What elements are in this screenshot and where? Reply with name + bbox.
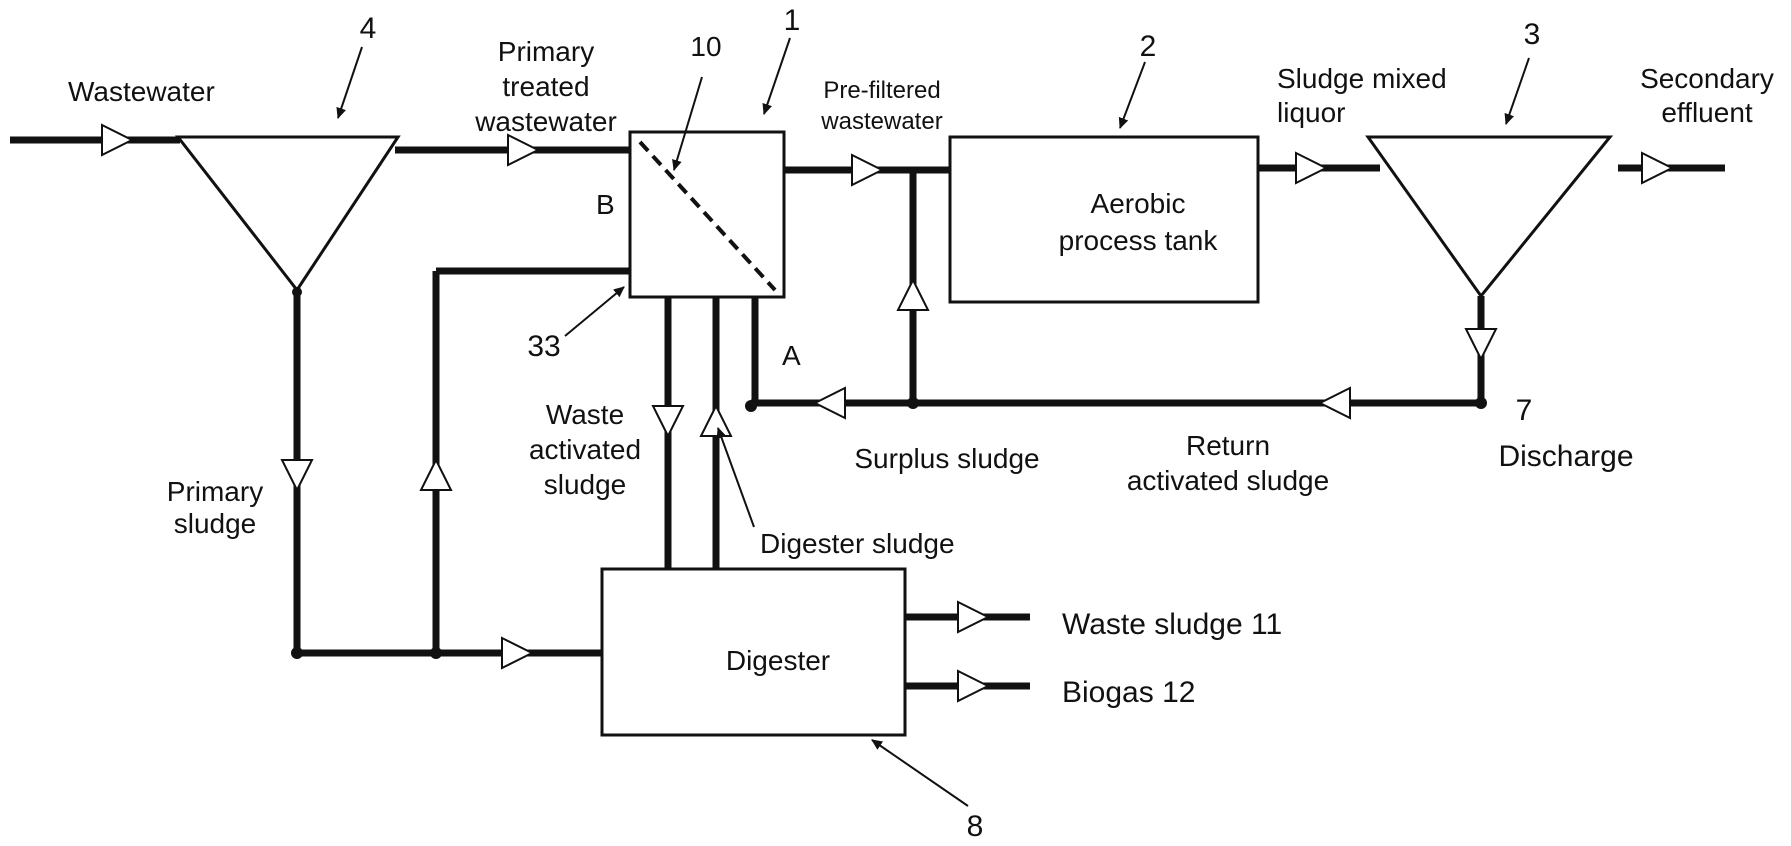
label-waste-activated-sludge-line2: activated — [529, 434, 641, 465]
label-a: A — [782, 340, 801, 371]
label-aerobic-line1: Aerobic — [1091, 188, 1186, 219]
label-sludge-mixed-liquor-line1: Sludge mixed — [1277, 63, 1447, 94]
ref-number-1: 1 — [784, 4, 801, 37]
flow-arrow-left-icon — [815, 388, 845, 418]
junction-dot — [430, 647, 442, 659]
label-waste-activated-sludge-line3: sludge — [544, 469, 627, 500]
label-primary-sludge-line1: Primary — [167, 476, 263, 507]
label-primary-treated-line1: Primary — [498, 36, 594, 67]
flow-arrow-up-icon — [701, 406, 731, 436]
label-secondary-effluent-line2: effluent — [1661, 97, 1753, 128]
label-secondary-effluent-line1: Secondary — [1640, 63, 1774, 94]
leader-line-8 — [872, 740, 968, 806]
leader-line-4 — [338, 47, 362, 118]
aerobic-process-tank-2 — [950, 137, 1258, 302]
label-digester: Digester — [726, 645, 830, 676]
label-b: B — [596, 189, 615, 220]
flow-arrow-right-icon — [958, 671, 988, 701]
label-return-activated-sludge-line2: activated sludge — [1127, 465, 1329, 496]
ref-number-33: 33 — [527, 330, 560, 363]
label-waste-activated-sludge-line1: Waste — [546, 399, 624, 430]
label-surplus-sludge: Surplus sludge — [854, 443, 1039, 474]
label-waste-sludge: Waste sludge 11 — [1062, 608, 1282, 641]
ref-number-8: 8 — [967, 810, 984, 843]
label-primary-sludge-line2: sludge — [174, 508, 257, 539]
leader-line-digester-sludge — [718, 428, 754, 527]
flow-arrow-right-icon — [852, 155, 882, 185]
leader-line-1 — [764, 38, 790, 114]
junction-dot — [907, 397, 919, 409]
junction-dot — [291, 647, 303, 659]
label-return-activated-sludge-line1: Return — [1186, 430, 1270, 461]
flow-arrow-left-icon — [1320, 388, 1350, 418]
primary-clarifier-4 — [178, 137, 398, 290]
label-aerobic-line2: process tank — [1059, 225, 1219, 256]
label-biogas: Biogas 12 — [1062, 676, 1195, 709]
flow-arrow-right-icon — [1642, 153, 1672, 183]
leader-line-2 — [1120, 62, 1145, 128]
label-wastewater: Wastewater — [68, 76, 215, 107]
flow-arrow-down-icon — [282, 460, 312, 490]
flow-arrow-right-icon — [102, 125, 132, 155]
flow-arrow-right-icon — [1296, 153, 1326, 183]
ref-number-10: 10 — [690, 31, 721, 62]
ref-number-4: 4 — [360, 12, 377, 45]
ref-number-7: 7 — [1516, 394, 1533, 427]
label-prefiltered-line1: Pre-filtered — [823, 77, 940, 104]
leader-line-3 — [1506, 58, 1529, 124]
flow-arrow-right-icon — [502, 638, 532, 668]
flow-arrow-right-icon — [508, 135, 538, 165]
leader-line-33 — [565, 287, 624, 336]
flow-arrow-down-icon — [653, 406, 683, 436]
flow-arrow-up-icon — [421, 460, 451, 490]
flow-arrow-right-icon — [958, 602, 988, 632]
ref-number-2: 2 — [1140, 30, 1157, 63]
label-primary-treated-line3: wastewater — [474, 106, 617, 137]
label-sludge-mixed-liquor-line2: liquor — [1277, 97, 1345, 128]
junction-dot — [1475, 397, 1487, 409]
junction-dot — [745, 400, 757, 412]
ref-number-3: 3 — [1524, 18, 1541, 51]
label-digester-sludge: Digester sludge — [760, 528, 955, 559]
junction-dot — [292, 287, 302, 297]
flow-arrow-up-icon — [898, 280, 928, 310]
flow-arrow-down-icon — [1466, 329, 1496, 359]
label-prefiltered-line2: wastewater — [820, 108, 942, 135]
label-discharge: Discharge — [1498, 440, 1633, 473]
secondary-clarifier-3 — [1368, 137, 1610, 296]
label-primary-treated-line2: treated — [502, 71, 589, 102]
